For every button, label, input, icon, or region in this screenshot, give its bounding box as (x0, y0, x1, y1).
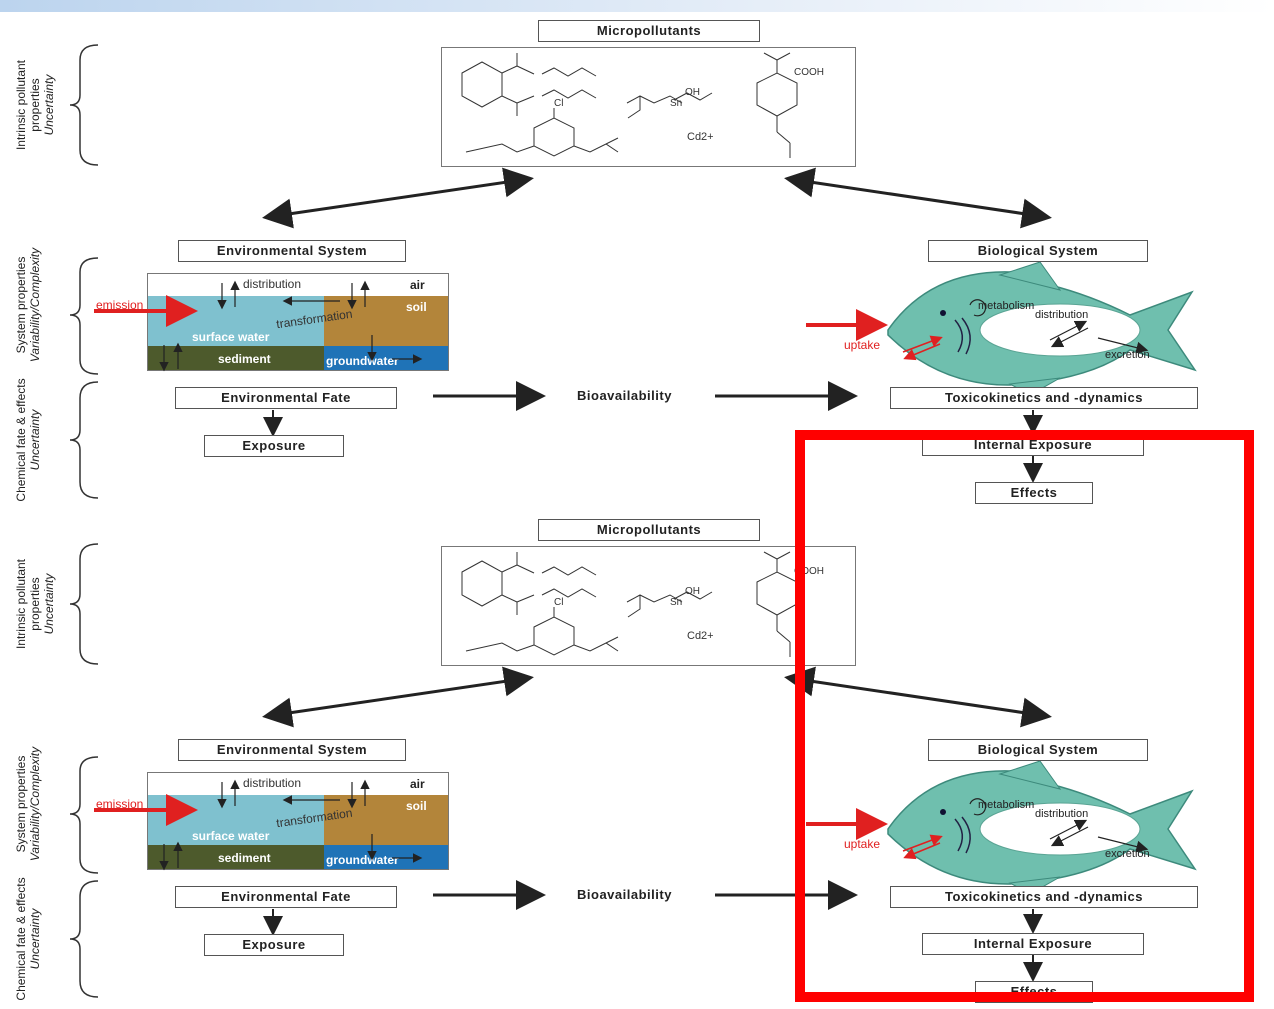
surface-water-text: surface water (192, 330, 270, 344)
groundwater-compartment (324, 346, 448, 370)
svg-text:Sn: Sn (670, 597, 682, 608)
fish-illustration (806, 261, 1197, 396)
micropollutants-label: Micropollutants (538, 20, 760, 42)
uptake-text: uptake (844, 837, 881, 851)
svg-text:Sn: Sn (670, 98, 682, 109)
environmental-fate-label: Environmental Fate (175, 886, 397, 908)
groundwater-text: groundwater (326, 354, 399, 368)
header-band (0, 0, 1274, 12)
arrow-micro-bio (784, 167, 1052, 229)
svg-text:COOH: COOH (794, 566, 824, 577)
metabolism-text: metabolism (978, 799, 1035, 811)
biological-system-label: Biological System (928, 739, 1148, 761)
brackets-and-arrows (69, 543, 1197, 998)
svg-text:OH: OH (685, 87, 700, 98)
env-arrows (94, 280, 423, 372)
brace-chemical (69, 381, 99, 499)
env-arrows (94, 779, 423, 871)
svg-text:OH: OH (685, 586, 700, 597)
fish-distribution-text: distribution (1035, 309, 1089, 321)
micropollutants-label: Micropollutants (538, 519, 760, 541)
air-text: air (410, 777, 425, 791)
environmental-system-label: Environmental System (178, 739, 406, 761)
chemical-structures: Cl OH Sn COOH Cd2+ (461, 52, 824, 158)
chemical-structures-box: Cl OH Sn COOH Cd2+ (441, 47, 856, 167)
brace-system (69, 257, 99, 375)
svg-text:Cl: Cl (554, 597, 563, 608)
arrow-micro-env (262, 167, 534, 229)
fish-distribution-text: distribution (1035, 808, 1089, 820)
highlight-box (795, 430, 1254, 1002)
air-compartment (148, 274, 448, 296)
environmental-system-label: Environmental System (178, 240, 406, 262)
exposure-label: Exposure (204, 934, 344, 956)
brace-chemical (69, 880, 99, 998)
svg-text:Cd2+: Cd2+ (687, 630, 714, 642)
exposure-label: Exposure (204, 435, 344, 457)
toxicokinetics-label: Toxicokinetics and -dynamics (890, 886, 1198, 908)
brace-intrinsic (69, 543, 99, 665)
svg-text:Cd2+: Cd2+ (687, 131, 714, 143)
bioavailability-label: Bioavailability (577, 388, 672, 403)
excretion-text: excretion (1105, 349, 1150, 361)
emission-text: emission (96, 298, 144, 312)
sediment-text: sediment (218, 851, 271, 865)
metabolism-text: metabolism (978, 300, 1035, 312)
air-text: air (410, 278, 425, 292)
fish-illustration (806, 760, 1197, 895)
environmental-fate-label: Environmental Fate (175, 387, 397, 409)
groundwater-compartment (324, 845, 448, 869)
emission-text: emission (96, 797, 144, 811)
arrow-micro-env (262, 666, 534, 728)
effects-label: Effects (975, 482, 1093, 504)
svg-text:COOH: COOH (794, 67, 824, 78)
excretion-text: excretion (1105, 848, 1150, 860)
chemical-structures-box: Cl OH Sn COOH Cd2+ (441, 546, 856, 666)
toxicokinetics-label: Toxicokinetics and -dynamics (890, 387, 1198, 409)
air-compartment (148, 773, 448, 795)
brackets-and-arrows (69, 44, 1197, 499)
distribution-text: distribution (243, 776, 302, 790)
svg-text:Cl: Cl (554, 98, 563, 109)
arrow-micro-bio (784, 666, 1052, 728)
internal-exposure-label: Internal Exposure (922, 933, 1144, 955)
groundwater-text: groundwater (326, 853, 399, 867)
bioavailability-label: Bioavailability (577, 887, 672, 902)
soil-compartment (324, 795, 448, 845)
distribution-text: distribution (243, 277, 302, 291)
soil-text: soil (406, 799, 427, 813)
biological-system-label: Biological System (928, 240, 1148, 262)
sediment-text: sediment (218, 352, 271, 366)
brace-system (69, 756, 99, 874)
soil-compartment (324, 296, 448, 346)
soil-text: soil (406, 300, 427, 314)
brace-intrinsic (69, 44, 99, 166)
surface-water-text: surface water (192, 829, 270, 843)
uptake-text: uptake (844, 338, 881, 352)
chemical-structures: Cl OH Sn COOH Cd2+ (461, 551, 824, 657)
